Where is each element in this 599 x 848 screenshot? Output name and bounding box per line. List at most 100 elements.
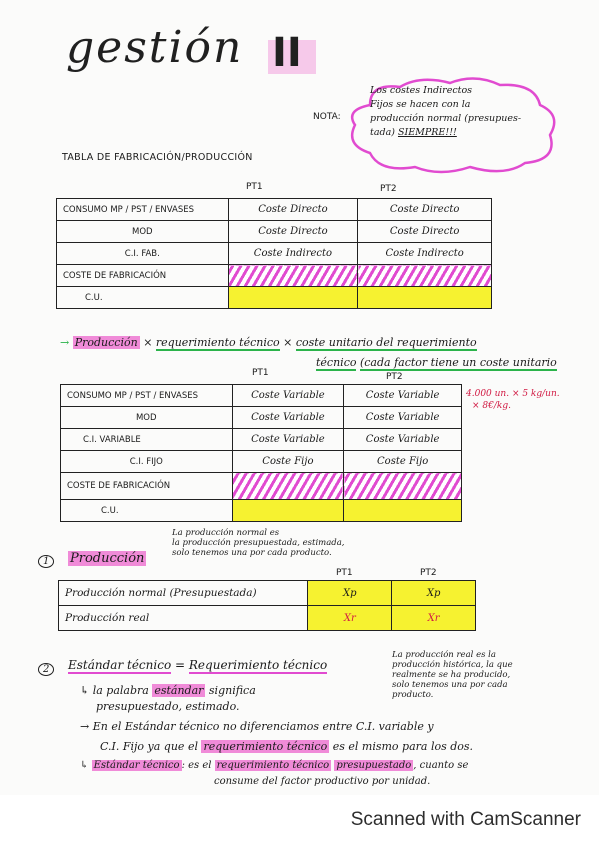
table1-col-pt1: PT1 [246,182,263,192]
title-roman-numeral: II [272,30,302,76]
row-label: Producción real [57,605,309,631]
cell-pt2: Coste Variable [343,384,462,407]
row-label: COSTE DE FABRICACIÓN [60,472,233,500]
row-label: CONSUMO MP / PST / ENVASES [56,198,229,221]
cell-pt1: Coste Fijo [231,450,345,473]
note-label: NOTA: [313,112,341,122]
cell-pt2: Coste Variable [343,428,462,451]
cell-pt2: Coste Variable [343,406,462,429]
cell-pt2: Xp [391,580,476,606]
section1-annotation: La producción normal es la producción pr… [172,528,402,558]
bullet-3: ↳ Estándar técnico: es el requerimiento … [80,760,469,771]
times-sign: × [283,336,293,349]
note-cloud-shape [350,77,556,174]
note-line: La producción real es la [392,650,496,660]
highlight-requirement-2: requerimiento técnico [214,760,332,771]
cell-pt2-highlighted [343,499,462,522]
row-label: COSTE DE FABRICACIÓN [56,264,229,287]
table2-col-pt1: PT1 [252,368,269,378]
cell-pt1: Coste Directo [227,220,359,243]
table-row: C.U. [60,499,462,522]
scanner-watermark: Scanned with CamScanner [350,809,581,830]
formula-line-2: técnico (cada factor tiene un coste unit… [316,356,557,371]
arrow-icon: ↳ [80,684,90,697]
formula-line-1: → Producción × requerimiento técnico × c… [60,336,477,351]
table-row: COSTE DE FABRICACIÓN [56,264,492,287]
section1-col-pt1: PT1 [336,568,353,578]
cell-pt1: Coste Indirecto [227,242,359,265]
cell-pt1: Coste Variable [231,406,345,429]
title-requirement: Requerimiento técnico [188,658,328,674]
table1-caption: TABLA DE FABRICACIÓN/PRODUCCIÓN [62,152,253,163]
section1-number: 1 [38,554,55,568]
note-line: la producción presupuestada, estimada, [172,538,345,548]
formula-note: (cada factor tiene un coste unitario [359,356,557,371]
row-label: C.I. FAB. [56,242,229,265]
cell-pt1: Coste Directo [227,198,359,221]
arrow-icon: ↳ [80,760,89,771]
bullet-2: → En el Estándar técnico no diferenciamo… [80,720,434,733]
real-production-note: La producción real es la producción hist… [392,650,572,700]
cell-pt2-hatched [343,472,462,500]
table-row: COSTE DE FABRICACIÓN [60,472,462,500]
cell-pt1: Coste Variable [231,384,345,407]
row-label: C.U. [56,286,229,309]
table1-col-pt2: PT2 [380,184,397,194]
roman-highlight [268,40,316,74]
section1-title: Producción [68,551,147,566]
times-sign: × [143,336,153,349]
bullet-1: ↳ la palabra estándar significa [80,684,256,697]
cell-pt1: Xr [307,605,393,631]
section2-number: 2 [38,662,55,676]
formula-unit-cost: coste unitario del requerimiento [295,336,477,351]
cell-pt2: Coste Indirecto [357,242,492,265]
section1-title-text: Producción [68,551,147,566]
title-text: gestión [66,22,244,73]
row-label: MOD [60,406,233,429]
section2-title: Estándar técnico = Requerimiento técnico [68,658,328,674]
highlight-standard-tech: Estándar técnico [91,760,182,771]
page-title: gestión [62,22,244,73]
cell-pt2-highlighted [357,286,492,309]
note-text: Los costes Indirectos Fijos se hacen con… [370,84,550,140]
cell-pt2-hatched [357,264,492,287]
row-label: Producción normal (Presupuestada) [57,580,309,606]
cell-pt2: Coste Fijo [343,450,462,473]
title-standard: Estándar técnico [68,658,172,674]
note-line: × 8€/kg. [472,401,511,411]
scanner-footer: Scanned with CamScanner [0,795,599,848]
bullet-3-line-2: consume del factor productivo por unidad… [214,776,431,787]
highlight-requirement: requerimiento técnico [201,740,330,753]
note-line: 4.000 un. × 5 kg/un. [466,389,560,399]
cell-pt1-highlighted [231,499,345,522]
example-calc-note: 4.000 un. × 5 kg/un. × 8€/kg. [466,388,596,412]
table-row: C.U. [56,286,492,309]
note-line: tada) SIEMPRE!!! [370,127,457,138]
cell-pt1: Coste Variable [231,428,345,451]
note-line: producción histórica, la que [392,660,513,670]
row-label: C.I. VARIABLE [60,428,233,451]
note-line: solo tenemos una por cada [392,680,508,690]
arrow-icon: → [60,336,70,349]
equals-sign: = [175,658,186,672]
note-line: Los costes Indirectos [370,85,473,96]
formula-technical: técnico [316,356,357,371]
formula-production: Producción [72,336,140,349]
arrow-icon: → [80,720,90,733]
note-line: solo tenemos una por cada producto. [172,548,332,558]
formula-requirement: requerimiento técnico [155,336,280,351]
cell-pt2: Coste Directo [357,198,492,221]
table2-col-pt2: PT2 [386,372,403,382]
cell-pt1-hatched [227,264,359,287]
